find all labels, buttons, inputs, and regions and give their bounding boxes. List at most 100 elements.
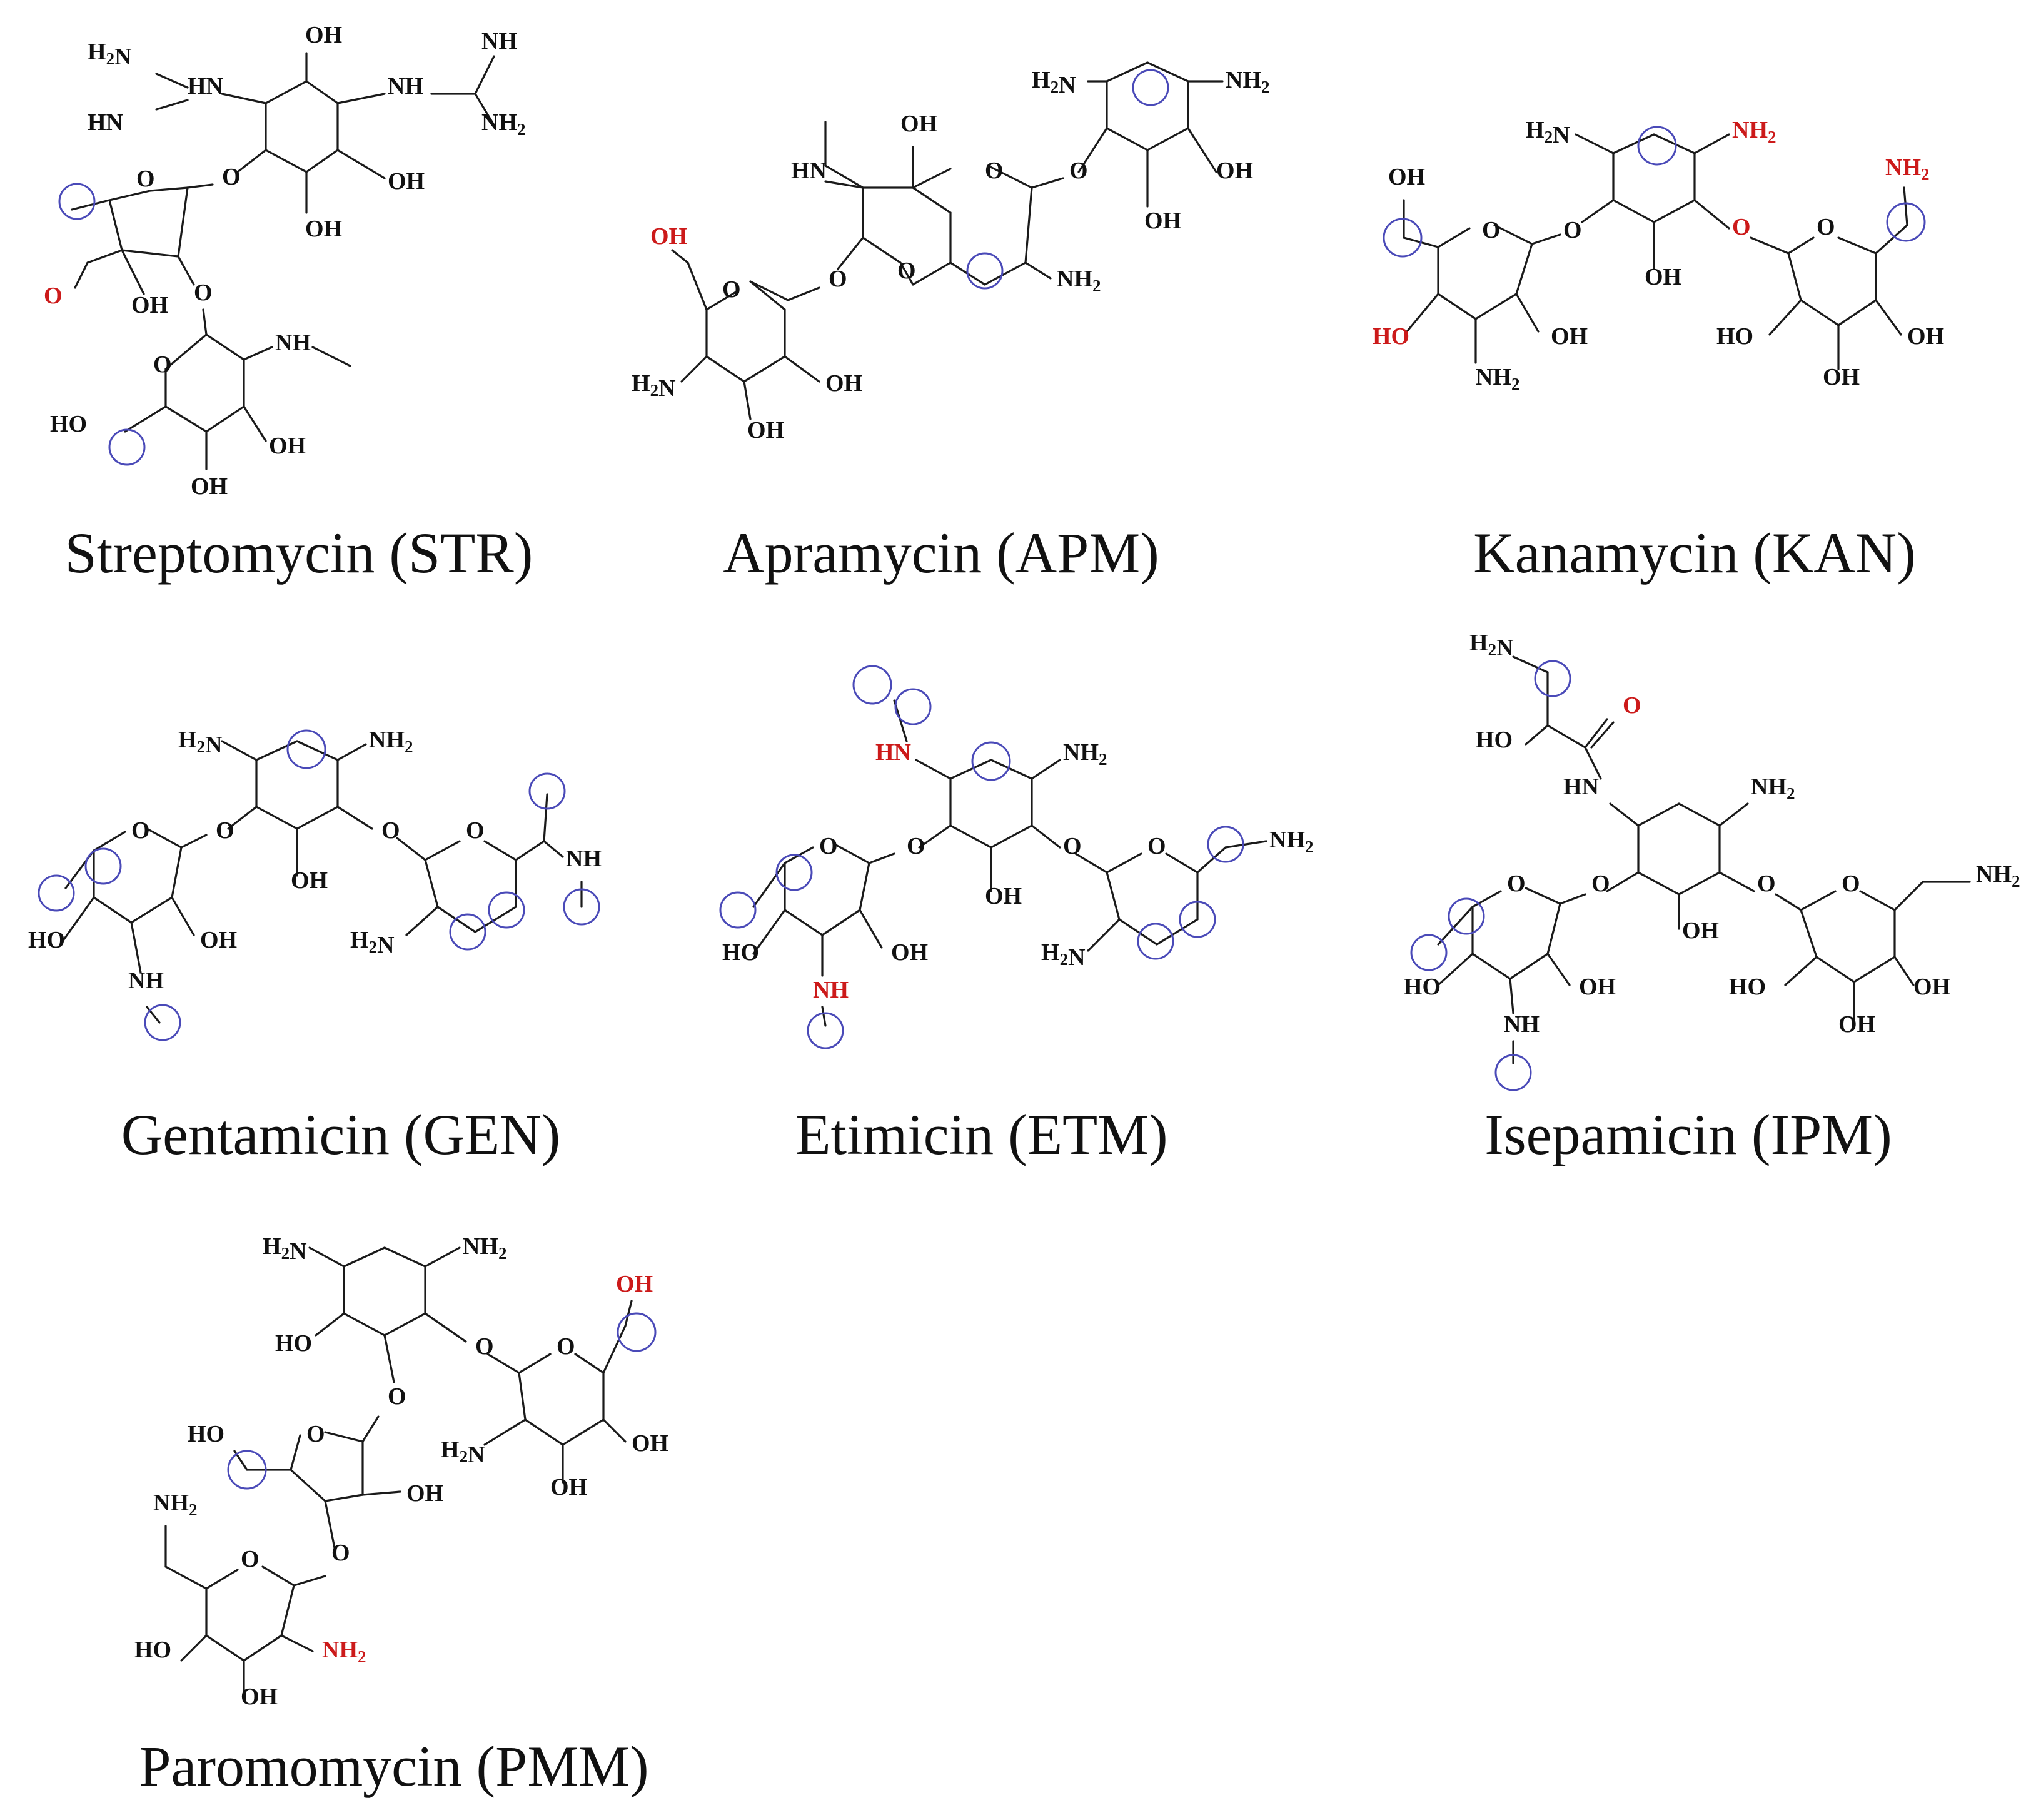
pmm-bond bbox=[361, 1490, 401, 1496]
str-bond bbox=[336, 93, 386, 104]
apm-bond bbox=[1187, 127, 1217, 173]
ipm-bond bbox=[1509, 953, 1549, 980]
apm-bond bbox=[743, 355, 786, 383]
pmm-bond bbox=[315, 1312, 345, 1337]
gen-atom-label: OH bbox=[200, 927, 237, 953]
str-atom-label: H2N bbox=[88, 39, 132, 70]
kan-bond bbox=[1493, 224, 1533, 245]
apm-bond bbox=[824, 164, 864, 189]
pmm-atom-label: H2N bbox=[441, 1437, 485, 1468]
pmm-bond bbox=[290, 1434, 301, 1471]
kan-bond bbox=[1474, 293, 1518, 320]
ipm-atom-label: NH2 bbox=[1751, 774, 1795, 803]
apm-bond bbox=[984, 261, 1027, 286]
kan-bond bbox=[1768, 299, 1802, 336]
ipm-bond bbox=[1609, 802, 1640, 827]
str-bond bbox=[336, 149, 386, 179]
etm-site-circle bbox=[807, 1012, 844, 1049]
pmm-atom-label: O bbox=[475, 1333, 494, 1360]
etm-atom-label: OH bbox=[891, 939, 928, 966]
str-atom-label: HN bbox=[88, 109, 123, 136]
etm-bond bbox=[821, 909, 861, 936]
str-atom-label: O bbox=[153, 351, 172, 378]
pmm-bond bbox=[383, 1246, 426, 1268]
gen-bond bbox=[405, 906, 439, 936]
etm-site-circle bbox=[852, 665, 892, 705]
etm-site-circle bbox=[971, 741, 1011, 781]
kan-bond bbox=[1612, 133, 1655, 154]
ipm-bond bbox=[1893, 956, 1915, 986]
pmm-atom-label: HO bbox=[188, 1421, 224, 1447]
caption-etimicin: Etimicin (ETM) bbox=[795, 1103, 1167, 1166]
pmm-bond bbox=[624, 1300, 633, 1327]
kan-atom-label: O bbox=[1732, 214, 1751, 240]
kan-bond bbox=[1437, 293, 1477, 320]
ipm-atom-label: NH bbox=[1504, 1011, 1540, 1038]
apm-atom-label: OH bbox=[825, 370, 862, 397]
pmm-bond bbox=[383, 1312, 426, 1337]
pmm-bond bbox=[324, 1500, 336, 1549]
ipm-atom-label: OH bbox=[1579, 974, 1616, 1000]
pmm-bond bbox=[324, 1494, 364, 1502]
str-bond bbox=[265, 149, 308, 173]
gen-bond bbox=[396, 837, 426, 861]
kan-bond bbox=[1903, 186, 1908, 226]
pmm-bond bbox=[293, 1575, 326, 1587]
str-bond bbox=[221, 93, 267, 104]
pmm-bond bbox=[524, 1418, 564, 1446]
caption-isepamicin: Isepamicin (IPM) bbox=[1484, 1103, 1892, 1166]
etm-atom-label: HN bbox=[875, 739, 911, 766]
etm-atom-label: HO bbox=[722, 939, 759, 966]
ipm-bond bbox=[1525, 887, 1561, 905]
apm-bond bbox=[705, 290, 739, 311]
gen-bond bbox=[221, 740, 258, 761]
str-site-circle bbox=[108, 428, 146, 466]
pmm-atom-label: NH2 bbox=[322, 1637, 366, 1666]
gen-site-circle bbox=[528, 772, 566, 810]
str-bond bbox=[74, 261, 89, 289]
kan-bond bbox=[1653, 133, 1696, 154]
ipm-bond bbox=[1437, 953, 1474, 986]
ipm-bond bbox=[1590, 721, 1615, 749]
gen-site-circle bbox=[144, 1004, 181, 1041]
ipm-atom-label: OH bbox=[1682, 918, 1719, 944]
ipm-atom-label: OH bbox=[1913, 974, 1950, 1000]
apm-atom-label: O bbox=[722, 276, 741, 303]
str-atom-label: O bbox=[136, 166, 155, 192]
etm-site-circle bbox=[775, 854, 813, 891]
gen-bond bbox=[296, 740, 339, 761]
gen-atom-label: H2N bbox=[178, 727, 223, 758]
str-bond bbox=[164, 405, 208, 433]
pmm-bond bbox=[424, 1246, 461, 1268]
kan-bond bbox=[1693, 199, 1730, 230]
gen-atom-label: O bbox=[216, 817, 234, 844]
ipm-bond bbox=[1718, 802, 1749, 827]
str-atom-label: O bbox=[222, 164, 241, 190]
gen-bond bbox=[130, 921, 142, 974]
kan-bond bbox=[1693, 133, 1730, 154]
str-bond bbox=[202, 308, 208, 336]
kan-site-circle bbox=[1383, 218, 1423, 258]
kan-atom-label: O bbox=[1482, 217, 1501, 243]
kan-atom-label: OH bbox=[1907, 323, 1944, 350]
apm-bond bbox=[912, 186, 952, 214]
str-atom-label: OH bbox=[131, 292, 168, 318]
ipm-bond bbox=[1546, 902, 1561, 955]
gen-bond bbox=[483, 840, 517, 861]
apm-atom-label: NH2 bbox=[1057, 266, 1101, 295]
ipm-atom-label: HO bbox=[1476, 727, 1513, 753]
apm-bond bbox=[824, 180, 864, 189]
etm-bond bbox=[752, 862, 786, 908]
etm-atom-label: NH2 bbox=[1269, 827, 1314, 856]
pmm-atom-label: NH2 bbox=[153, 1490, 198, 1519]
kan-atom-label: HO bbox=[1373, 323, 1409, 350]
apm-bond bbox=[1146, 127, 1189, 151]
gen-bond bbox=[130, 896, 173, 924]
etm-bond bbox=[1196, 846, 1227, 874]
ipm-bond bbox=[1800, 909, 1818, 958]
etm-bond bbox=[834, 843, 870, 864]
